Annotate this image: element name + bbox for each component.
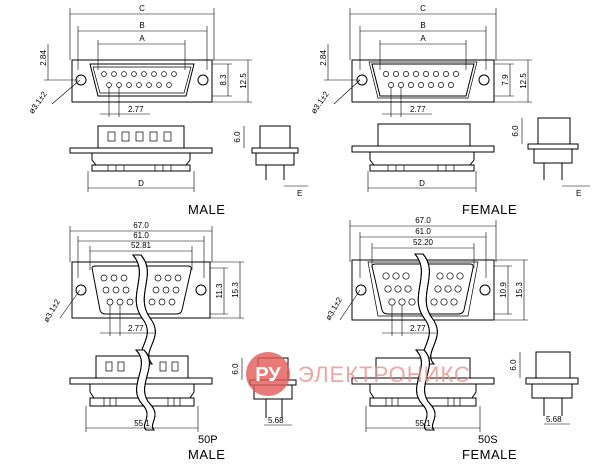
male-top-h-inner: 8.3 [219, 74, 228, 86]
watermark-logo-text: РУ [255, 364, 281, 386]
female-bottom-profile-view: 6.0 5.68 [509, 351, 579, 425]
male-top-dim-e: E [297, 189, 302, 198]
female-top-profile-view: 6.0 E [511, 117, 590, 198]
female-top-caption: FEMALE [462, 202, 517, 217]
female-top-dim-e: E [576, 189, 581, 198]
male-top-h-outer: 12.5 [239, 73, 248, 89]
male-top-dim-d: D [138, 179, 144, 188]
watermark-text: ЭЛЕКТРОНИКС [298, 362, 471, 387]
female-bottom-h-outer: 15.3 [515, 282, 524, 298]
female-top-pitch: 2.77 [410, 105, 426, 114]
male-top-height-left: 2.84 [39, 50, 48, 66]
male-bottom-h-outer: 15.3 [231, 282, 240, 298]
female-bottom-code: 50S [478, 434, 498, 446]
female-bottom-dim-d: 55.1 [415, 419, 431, 428]
male-bottom-dim-d: 55.1 [134, 419, 150, 428]
dim-a-label: A [139, 34, 145, 43]
female-top-side-view: D [351, 123, 495, 192]
male-bottom-code: 50P [198, 434, 218, 446]
female-top-h-outer: 12.5 [519, 73, 528, 89]
female-bottom-pitch: 2.77 [410, 324, 426, 333]
male-bottom-h-inner: 11.3 [215, 283, 224, 299]
male-bottom-w-inner: 52.81 [131, 241, 152, 250]
dim-b-label: B [139, 21, 144, 30]
female-bottom-caption: FEMALE [462, 447, 517, 462]
male-bottom-side-height: 6.0 [231, 363, 240, 375]
female-bottom-w-inner: 52.20 [413, 238, 434, 247]
male-bottom-w-mid: 61.0 [133, 231, 149, 240]
male-bottom-front-view: 67.0 61.0 52.81 ø3.1±2 11.3 15.3 [42, 221, 244, 365]
female-dim-c-label: C [420, 4, 426, 13]
male-top-side-view: D [69, 125, 213, 192]
female-top-dim-d: D [419, 179, 425, 188]
male-bottom-dim-e: 5.68 [268, 416, 284, 425]
female-bottom-front-view: 67.0 61.0 52.20 ø3.1±2 10.9 15.3 [324, 216, 528, 365]
female-top-height-left: 2.84 [319, 50, 328, 66]
female-bottom-side-view: 55.1 [351, 349, 495, 432]
female-bottom-side-height: 6.0 [509, 359, 518, 371]
female-dim-b-label: B [420, 21, 425, 30]
female-top-hole-dia: ø3.1±2 [309, 89, 331, 115]
male-top-profile-view: 6.0 E [233, 125, 308, 198]
male-bottom-caption: MALE [188, 447, 225, 462]
female-top-h-inner: 7.9 [501, 74, 510, 86]
female-bottom-h-inner: 10.9 [499, 282, 508, 298]
male-bottom-pitch: 2.77 [128, 324, 144, 333]
male-bottom-w-outer: 67.0 [133, 221, 149, 230]
male-top-side-height: 6.0 [233, 131, 242, 143]
dim-c-label: C [139, 4, 145, 13]
male-bottom-side-view: 55.1 [69, 349, 213, 432]
female-bottom-dim-e: 5.68 [546, 415, 562, 424]
male-top-caption: MALE [188, 202, 225, 217]
female-bottom-w-mid: 61.0 [415, 227, 431, 236]
female-top-front-view: C B A 2.84 ø3.1±2 7.9 12.5 [309, 4, 532, 117]
female-bottom-w-outer: 67.0 [415, 216, 431, 225]
male-bottom-hole-dia: ø3.1±2 [42, 297, 62, 323]
watermark: РУ ЭЛЕКТРОНИКС [246, 352, 471, 396]
male-top-front-view: C B A 2.84 ø3.1±2 [27, 4, 252, 117]
watermark-logo-icon [246, 352, 290, 396]
female-dim-a-label: A [420, 34, 426, 43]
female-top-side-height: 6.0 [511, 125, 520, 137]
male-top-pitch: 2.77 [128, 105, 144, 114]
male-top-hole-dia: ø3.1±2 [27, 89, 49, 115]
